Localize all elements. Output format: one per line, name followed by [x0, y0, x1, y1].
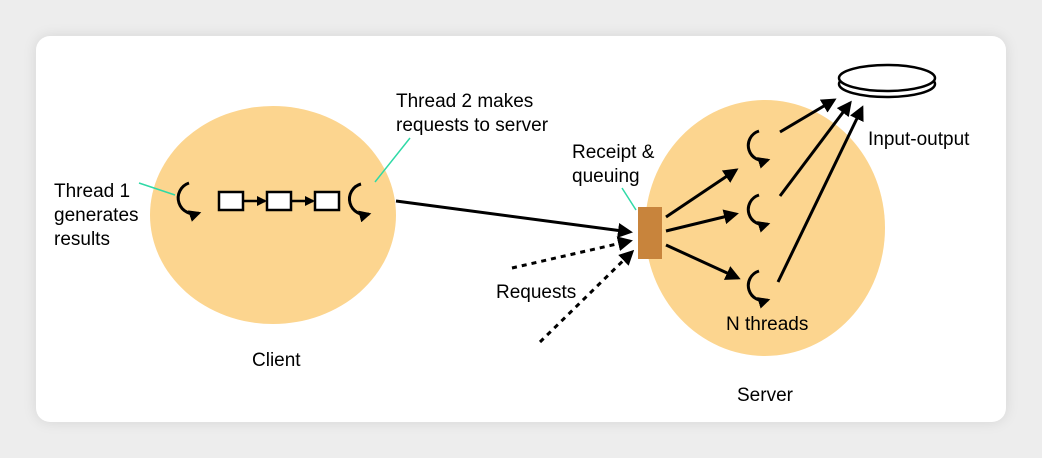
queue-icon [638, 207, 662, 259]
leader-line [621, 187, 637, 211]
thread-loop-icon [348, 182, 372, 223]
thread-to-io-arrow-1 [779, 98, 837, 134]
leader-line [374, 137, 411, 183]
server-label: Server [737, 385, 794, 406]
thread-to-io-arrow-2 [778, 100, 852, 197]
incoming-request-arrow-2 [538, 249, 635, 344]
queue-to-thread-arrow-1 [665, 168, 739, 219]
thread-loop-icon [746, 269, 771, 309]
client-request-arrow [395, 199, 633, 238]
buffer-box-icon [313, 190, 341, 212]
client-label: Client [252, 350, 301, 371]
thread-loop-icon [746, 193, 771, 233]
queue-to-thread-arrow-2 [665, 209, 739, 233]
thread-loop-icon [176, 181, 202, 222]
buffer-box-icon [217, 190, 245, 212]
incoming-request-arrow-1 [511, 236, 633, 270]
thread2-label: Thread 2 makes requests to server [396, 91, 549, 136]
queue-to-thread-arrow-3 [665, 243, 741, 280]
thread-loop-icon [746, 129, 771, 169]
leader-line [138, 182, 176, 196]
disk-icon [837, 63, 937, 99]
n-threads-label: N threads [726, 314, 808, 335]
thread-to-io-arrow-3 [776, 105, 864, 283]
receipt-queuing-label: Receipt & queuing [572, 142, 660, 187]
thread1-label: Thread 1 generates results [54, 181, 144, 250]
input-output-label: Input-output [868, 129, 970, 150]
requests-label: Requests [496, 282, 576, 303]
buffer-box-icon [265, 190, 293, 212]
client-bubble [150, 106, 396, 324]
